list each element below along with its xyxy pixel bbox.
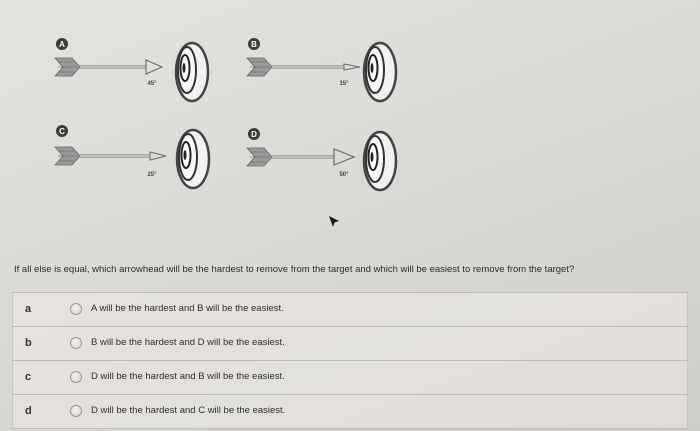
- angle-b-label: 15°: [339, 81, 349, 87]
- choice-b[interactable]: b B will be the hardest and D will be th…: [12, 327, 688, 361]
- choice-d-radio[interactable]: [70, 405, 82, 417]
- angle-d-label: 50°: [339, 172, 349, 178]
- label-b-badge: [248, 38, 260, 50]
- panel-c: C 25°: [54, 125, 211, 190]
- choice-a[interactable]: a A will be the hardest and B will be th…: [12, 293, 688, 327]
- choice-a-text[interactable]: A will be the hardest and B will be the …: [91, 303, 284, 314]
- choice-b-letter: b: [25, 337, 32, 349]
- angle-a-label: 45°: [147, 81, 157, 87]
- arrow-diagram: A 45° B 1: [54, 38, 398, 227]
- choice-b-text[interactable]: B will be the hardest and D will be the …: [91, 337, 285, 348]
- arrow-d: [246, 147, 356, 167]
- target-c: [175, 128, 211, 190]
- choice-d-text[interactable]: D will be the hardest and C will be the …: [91, 405, 286, 416]
- choice-d-letter: d: [25, 405, 32, 417]
- mouse-cursor-icon: [329, 216, 339, 227]
- target-a: [174, 41, 210, 103]
- label-a-badge: [56, 38, 68, 50]
- panel-b: B 15°: [246, 38, 398, 103]
- arrow-b: [246, 57, 361, 77]
- label-c-badge: [56, 125, 68, 137]
- label-d: D: [251, 130, 257, 139]
- label-d-badge: [248, 128, 260, 140]
- label-c: C: [59, 127, 65, 136]
- answer-choices: a A will be the hardest and B will be th…: [12, 292, 688, 429]
- angle-c-label: 25°: [147, 172, 157, 178]
- choice-c-radio[interactable]: [70, 371, 82, 383]
- panel-a: A 45°: [54, 38, 210, 103]
- question-text: If all else is equal, which arrowhead wi…: [14, 264, 575, 275]
- target-b: [362, 41, 398, 103]
- choice-c-letter: c: [25, 371, 32, 383]
- panel-d: D 50°: [246, 128, 398, 192]
- choice-d[interactable]: d D will be the hardest and C will be th…: [12, 395, 688, 429]
- choice-b-radio[interactable]: [70, 337, 82, 349]
- arrow-c: [54, 146, 167, 166]
- choice-a-radio[interactable]: [70, 303, 82, 315]
- arrow-a: [54, 57, 164, 77]
- label-a: A: [59, 40, 65, 49]
- choice-c-text[interactable]: D will be the hardest and B will be the …: [91, 371, 285, 382]
- target-d: [362, 130, 398, 192]
- choice-a-letter: a: [25, 303, 32, 315]
- label-b: B: [251, 40, 257, 49]
- choice-c[interactable]: c D will be the hardest and B will be th…: [12, 361, 688, 395]
